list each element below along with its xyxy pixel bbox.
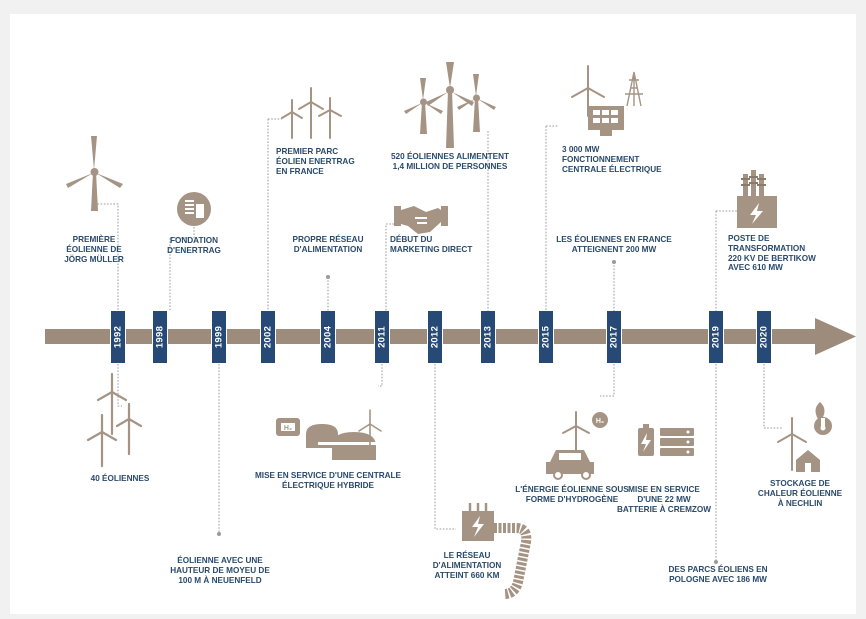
year-marker-2002: 2002 <box>260 311 276 363</box>
year-marker-2013: 2013 <box>480 311 496 363</box>
event-2004-own-grid-label: PROPRE RÉSEAU D'ALIMENTATION <box>292 235 364 254</box>
event-1999-neuenfeld-label: ÉOLIENNE AVEC UNE HAUTEUR DE MOYEU DE 10… <box>170 556 270 585</box>
year-label: 2017 <box>608 325 620 349</box>
building-circle-icon <box>177 192 211 226</box>
year-marker-1999: 1999 <box>211 311 227 363</box>
year-label: 2013 <box>482 325 494 349</box>
year-label: 2020 <box>758 325 770 349</box>
single-wind-turbine-icon <box>66 136 123 211</box>
event-1998-foundation-label: FONDATION D'ENERTRAG <box>167 236 221 255</box>
event-2011-direct-marketing-label: DÉBUT DU MARKETING DIRECT <box>390 235 473 254</box>
year-marker-2020: 2020 <box>756 311 772 363</box>
timeline-canvas: H₂ <box>10 14 856 614</box>
handshake-icon <box>394 206 448 234</box>
year-marker-2004: 2004 <box>320 311 336 363</box>
event-2002-france-park-label: PREMIER PARC ÉOLIEN ENERTRAG EN FRANCE <box>276 147 355 176</box>
event-2017-hydrogen-label: L'ÉNERGIE ÉOLIENNE SOUS FORME D'HYDROGÈN… <box>515 485 629 504</box>
heat-storage-icon <box>777 402 832 472</box>
year-label: 1998 <box>154 325 166 349</box>
year-label: 2011 <box>376 326 388 348</box>
year-marker-1992: 1992 <box>110 311 126 363</box>
leader-lines <box>93 118 782 562</box>
year-marker-1998: 1998 <box>152 311 168 363</box>
battery-storage-icon <box>638 424 694 456</box>
event-2013-520-turbines-label: 520 ÉOLIENNES ALIMENTENT 1,4 MILLION DE … <box>391 152 509 171</box>
year-marker-2019: 2019 <box>708 311 724 363</box>
wind-park-icon <box>281 87 342 139</box>
svg-text:H₂: H₂ <box>596 418 604 425</box>
event-2012-grid-660km-label: LE RÉSEAU D'ALIMENTATION ATTEINT 660 KM <box>432 551 502 580</box>
event-2019-poland-label: DES PARCS ÉOLIENS EN POLOGNE AVEC 186 MW <box>668 565 768 584</box>
svg-text:H₂: H₂ <box>284 425 292 432</box>
event-2015-3000mw-label: 3 000 MW FONCTIONNEMENT CENTRALE ÉLECTRI… <box>562 145 662 174</box>
year-label: 2004 <box>322 325 334 349</box>
year-label: 1999 <box>213 325 225 349</box>
leader-dots <box>217 260 718 564</box>
event-2011-hybrid-plant-label: MISE EN SERVICE D'UNE CENTRALE ÉLECTRIQU… <box>254 471 402 490</box>
hybrid-power-plant-icon: H₂ <box>276 409 382 460</box>
event-2019-substation-label: POSTE DE TRANSFORMATION 220 KV DE BERTIK… <box>728 234 816 273</box>
hydrogen-car-icon: H₂ <box>546 411 608 480</box>
year-label: 2012 <box>429 325 441 349</box>
year-marker-2017: 2017 <box>606 311 622 363</box>
year-label: 2019 <box>710 325 722 349</box>
event-1992-first-turbine-label: PREMIÈRE ÉOLIENNE DE JÖRG MÜLLER <box>64 235 124 264</box>
year-marker-2011: 2011 <box>374 311 390 363</box>
event-2017-battery-label: MISE EN SERVICE D'UNE 22 MW BATTERIE À C… <box>617 485 711 514</box>
event-1992-40-turbines-label: 40 ÉOLIENNES <box>90 474 150 483</box>
timeline-graphics: H₂ <box>45 62 856 599</box>
turbine-solar-pylon-icon <box>571 65 643 136</box>
year-label: 2015 <box>540 325 552 349</box>
wind-turbine-group-icon <box>86 372 143 468</box>
transformer-substation-icon <box>737 170 777 228</box>
year-label: 1992 <box>112 325 124 349</box>
year-label: 2002 <box>262 325 274 349</box>
year-marker-2012: 2012 <box>427 311 443 363</box>
event-2020-heat-storage-label: STOCKAGE DE CHALEUR ÉOLIENNE À NECHLIN <box>757 479 843 508</box>
year-marker-2015: 2015 <box>538 311 554 363</box>
power-grid-cable-icon <box>462 503 532 599</box>
event-2017-france-200mw-label: LES ÉOLIENNES EN FRANCE ATTEIGNENT 200 M… <box>556 235 672 254</box>
three-wind-turbines-icon <box>404 62 496 148</box>
